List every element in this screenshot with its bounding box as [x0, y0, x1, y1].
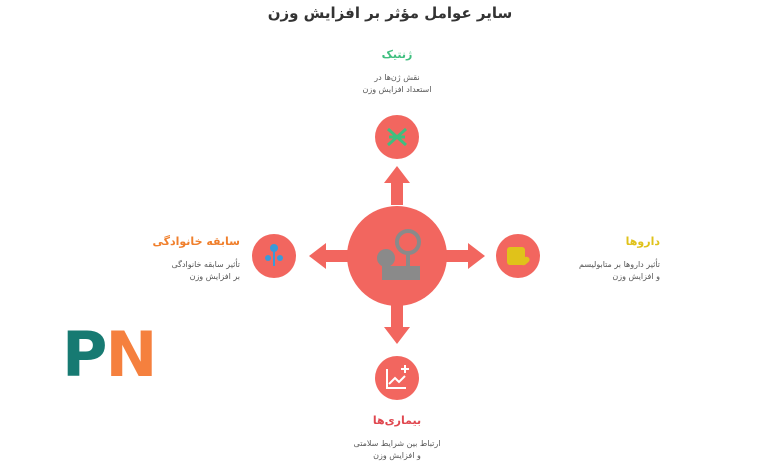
arrow-up — [384, 166, 410, 205]
pn-logo: PN — [62, 318, 157, 391]
genetics-desc-line2: استعداد افزایش وزن — [362, 85, 432, 94]
disease-label: بیماری‌ها — [372, 414, 422, 427]
genetics-desc: نقش ژن‌ها در استعداد افزایش وزن — [297, 72, 497, 96]
drugs-desc-line2: و افزایش وزن — [612, 272, 660, 281]
family-desc-line1: تأثیر سابقه خانوادگی — [171, 260, 240, 269]
genetics-desc-line1: نقش ژن‌ها در — [374, 73, 420, 82]
dna-icon — [387, 127, 407, 147]
genetics-label: ژنتیک — [381, 48, 413, 61]
family-desc-line2: بر افزایش وزن — [189, 272, 240, 281]
drugs-label: داروها — [625, 235, 660, 248]
disease-circle — [375, 356, 419, 400]
family-tree-icon — [265, 244, 283, 266]
health-chart-icon — [386, 365, 409, 389]
drugs-desc-line1: تأثیر داروها بر متابولیسم — [579, 260, 660, 269]
diagram-title: سایر عوامل مؤثر بر افزایش وزن — [267, 4, 513, 22]
family-label: سابقه خانوادگی — [152, 235, 240, 248]
center-circle — [347, 206, 447, 306]
arrows — [309, 166, 485, 344]
medicine-icon — [507, 247, 530, 266]
logo-n: N — [105, 318, 157, 391]
family-desc: تأثیر سابقه خانوادگی بر افزایش وزن — [100, 259, 240, 283]
disease-desc: ارتباط بین شرایط سلامتی و افزایش وزن — [297, 438, 497, 462]
arrow-left — [309, 243, 348, 269]
drugs-desc: تأثیر داروها بر متابولیسم و افزایش وزن — [500, 259, 660, 283]
arrow-down — [384, 305, 410, 344]
logo-p: P — [62, 318, 107, 391]
disease-desc-line2: و افزایش وزن — [373, 451, 421, 460]
disease-desc-line1: ارتباط بین شرایط سلامتی — [353, 439, 441, 448]
arrow-right — [446, 243, 485, 269]
weight-scale-icon — [377, 229, 421, 280]
